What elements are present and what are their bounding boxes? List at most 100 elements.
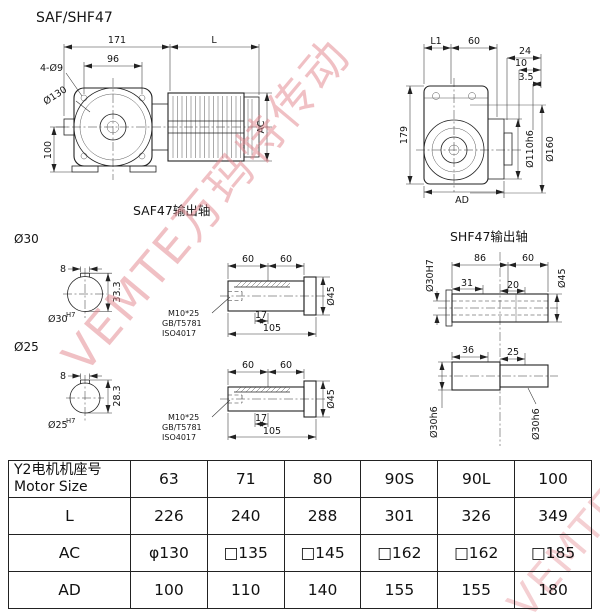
shf-side-view: L1 60 24 10 3.5 179 Ø110h6 Ø160 AD [399, 36, 556, 206]
dim-ac: AC [256, 120, 267, 133]
shf-output-shaft-title: SHF47输出轴 [450, 229, 528, 244]
dim-105: 105 [263, 323, 281, 334]
housing-side [423, 85, 489, 185]
value-cell: φ130 [130, 534, 208, 572]
bore-diameter: Ø25 [48, 420, 68, 431]
dim-end-d30h6-left: Ø30h6 [429, 406, 440, 438]
size-cell: 100 [514, 460, 592, 498]
bolt-note-3: ISO4017 [162, 329, 196, 338]
dim-d110h6: Ø110h6 [525, 130, 536, 168]
dim-3-5: 3.5 [518, 72, 533, 83]
shaft-25-label: Ø25 [14, 340, 39, 354]
dim-60: 60 [468, 36, 480, 47]
size-cell: 63 [130, 460, 208, 498]
dim-keyway-width: 8 [60, 264, 66, 275]
drawing-canvas: SAF/SHF47 171 L 96 4-Ø9 Ø130 [14, 10, 568, 446]
bolt-note-1: M10*25 [168, 413, 199, 422]
dim-96: 96 [107, 54, 119, 65]
page-title: SAF/SHF47 [36, 10, 113, 26]
size-cell: 90S [360, 460, 439, 498]
shaft-30-label: Ø30 [14, 232, 39, 246]
motor-size-header: Y2电机机座号 Motor Size [8, 460, 131, 498]
table-row-ac: AC φ130 □135 □145 □162 □162 □185 [8, 534, 592, 572]
value-cell: 155 [360, 571, 439, 609]
dim-31: 31 [461, 278, 473, 289]
saf-output-shaft-title: SAF47输出轴 [133, 203, 210, 218]
table-row-l: L 226 240 288 301 326 349 [8, 497, 592, 535]
dim-keyway-height: 33.3 [112, 281, 123, 302]
dim-24: 24 [519, 46, 531, 57]
dim-len-60b: 60 [280, 360, 292, 371]
dim-179: 179 [399, 126, 410, 144]
size-cell: 90L [437, 460, 516, 498]
dim-25: 25 [507, 347, 519, 358]
dim-len-60a: 60 [242, 254, 254, 265]
dim-d160: Ø160 [545, 136, 556, 162]
motor-size-header-cn: Y2电机机座号 [14, 461, 102, 478]
bore-tolerance: H7 [66, 417, 75, 425]
dim-36: 36 [462, 345, 474, 356]
dim-ad: AD [455, 195, 469, 206]
saf-front-view: 171 L 96 4-Ø9 Ø130 100 AC [40, 35, 272, 180]
value-cell: 180 [514, 571, 592, 609]
dim-10: 10 [515, 58, 527, 69]
bolt-note-2: GB/T5781 [162, 319, 202, 328]
shaft25-end-view: 8 28.3 Ø25 H7 [48, 371, 123, 431]
dim-hub-d45: Ø45 [557, 268, 568, 288]
value-cell: 301 [360, 497, 439, 535]
dim-bore-d30h7: Ø30H7 [425, 259, 436, 292]
dim-flange-diameter: Ø130 [42, 84, 69, 107]
value-cell: 140 [283, 571, 362, 609]
dim-17: 17 [255, 413, 267, 424]
value-cell: 226 [130, 497, 208, 535]
shaft25-side-view: 60 60 17 105 M10*25 GB/T5781 ISO4017 Ø45 [162, 360, 337, 442]
dim-17: 17 [255, 310, 267, 321]
value-cell: 240 [206, 497, 285, 535]
dim-l: L [211, 35, 217, 46]
table-row-header: Y2电机机座号 Motor Size 63 71 80 90S 90L 100 [8, 460, 592, 498]
dim-86: 86 [474, 253, 486, 264]
value-cell: 110 [206, 571, 285, 609]
row-label-ac: AC [8, 534, 131, 572]
dim-171: 171 [108, 35, 126, 46]
dim-end-d30h6-right: Ø30h6 [531, 408, 542, 440]
spec-table: Y2电机机座号 Motor Size 63 71 80 90S 90L 100 … [8, 460, 592, 609]
motor-fins [172, 96, 241, 158]
dim-hub-d45: Ø45 [326, 286, 337, 306]
value-cell: □145 [283, 534, 362, 572]
shaft30-side-view: 60 60 17 105 M10*25 GB/T5781 ISO4017 Ø45 [162, 254, 337, 338]
dim-100: 100 [43, 141, 54, 159]
shf47-shaft-views: Ø30H7 86 60 Ø45 31 20 36 25 Ø30h6 Ø30h6 [425, 252, 568, 446]
bore-tolerance: H7 [66, 311, 75, 319]
dim-len-60a: 60 [242, 360, 254, 371]
dim-l1: L1 [430, 36, 441, 47]
value-cell: □185 [514, 534, 592, 572]
bore-diameter: Ø30 [48, 314, 68, 325]
value-cell: 326 [437, 497, 516, 535]
size-cell: 80 [283, 460, 362, 498]
dim-105: 105 [263, 426, 281, 437]
dim-bolt-holes: 4-Ø9 [40, 63, 63, 74]
value-cell: □162 [360, 534, 439, 572]
value-cell: 349 [514, 497, 592, 535]
table-row-ad: AD 100 110 140 155 155 180 [8, 571, 592, 609]
bolt-note-3: ISO4017 [162, 433, 196, 442]
row-label-ad: AD [8, 571, 131, 609]
value-cell: 155 [437, 571, 516, 609]
value-cell: 100 [130, 571, 208, 609]
row-label-l: L [8, 497, 131, 535]
bolt-note-2: GB/T5781 [162, 423, 202, 432]
dim-keyway-width: 8 [60, 371, 66, 382]
dim-keyway-height: 28.3 [112, 385, 123, 406]
value-cell: □162 [437, 534, 516, 572]
size-cell: 71 [206, 460, 285, 498]
shaft30-end-view: 8 33.3 Ø30 H7 [48, 264, 123, 325]
dim-60: 60 [522, 253, 534, 264]
output-flange [487, 118, 505, 180]
bolt-note-1: M10*25 [168, 309, 199, 318]
motor-size-header-en: Motor Size [14, 479, 88, 495]
value-cell: □135 [206, 534, 285, 572]
fan-cover [243, 96, 260, 158]
value-cell: 288 [283, 497, 362, 535]
